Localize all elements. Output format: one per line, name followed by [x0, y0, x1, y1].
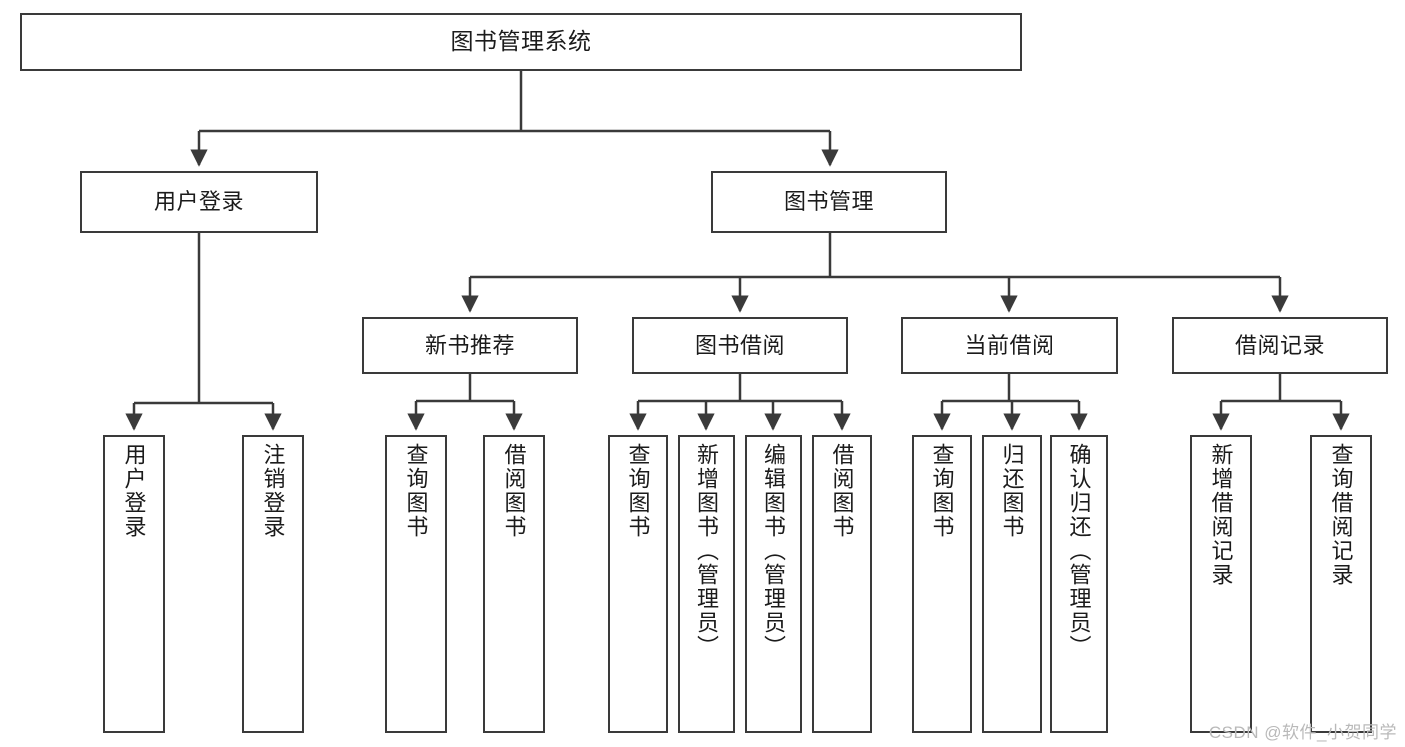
leaf-confirm-return-admin[interactable]: 确认归还（管理员） [1050, 435, 1108, 733]
csdn-watermark: CSDN @软件_小贺同学 [1208, 723, 1397, 742]
leaf-query-book-recommend-label: 查询图书 [403, 443, 429, 539]
leaf-query-book-borrow[interactable]: 查询图书 [608, 435, 668, 733]
leaf-query-book-current[interactable]: 查询图书 [912, 435, 972, 733]
leaf-borrow-book[interactable]: 借阅图书 [812, 435, 872, 733]
leaf-query-borrow-record[interactable]: 查询借阅记录 [1310, 435, 1372, 733]
node-current-borrow[interactable]: 当前借阅 [901, 317, 1118, 374]
leaf-borrow-book-label: 借阅图书 [829, 443, 855, 539]
leaf-query-book-recommend[interactable]: 查询图书 [385, 435, 447, 733]
node-user-login[interactable]: 用户登录 [80, 171, 318, 233]
leaf-query-book-borrow-label: 查询图书 [625, 443, 651, 539]
node-current-borrow-label: 当前借阅 [964, 332, 1055, 358]
leaf-add-borrow-record-label: 新增借阅记录 [1208, 443, 1234, 587]
node-user-login-label: 用户登录 [153, 189, 244, 215]
node-root[interactable]: 图书管理系统 [20, 13, 1022, 71]
node-new-book-recommend-label: 新书推荐 [424, 332, 515, 358]
leaf-add-book-admin-label: 新增图书（管理员） [694, 443, 720, 659]
leaf-user-login[interactable]: 用户登录 [103, 435, 165, 733]
leaf-borrow-book-recommend[interactable]: 借阅图书 [483, 435, 545, 733]
leaf-return-book[interactable]: 归还图书 [982, 435, 1042, 733]
node-book-management[interactable]: 图书管理 [711, 171, 947, 233]
node-borrow-record-label: 借阅记录 [1234, 332, 1325, 358]
node-book-management-label: 图书管理 [783, 189, 874, 215]
leaf-add-borrow-record[interactable]: 新增借阅记录 [1190, 435, 1252, 733]
leaf-logout-label: 注销登录 [260, 443, 286, 539]
node-root-label: 图书管理系统 [450, 28, 592, 55]
leaf-query-book-current-label: 查询图书 [929, 443, 955, 539]
leaf-user-login-label: 用户登录 [121, 443, 147, 539]
node-borrow-record[interactable]: 借阅记录 [1172, 317, 1388, 374]
leaf-add-book-admin[interactable]: 新增图书（管理员） [678, 435, 735, 733]
leaf-query-borrow-record-label: 查询借阅记录 [1328, 443, 1354, 587]
leaf-return-book-label: 归还图书 [999, 443, 1025, 539]
node-book-borrow-label: 图书借阅 [694, 332, 785, 358]
leaf-edit-book-admin[interactable]: 编辑图书（管理员） [745, 435, 802, 733]
node-new-book-recommend[interactable]: 新书推荐 [362, 317, 578, 374]
leaf-confirm-return-admin-label: 确认归还（管理员） [1066, 443, 1092, 659]
node-book-borrow[interactable]: 图书借阅 [632, 317, 848, 374]
leaf-borrow-book-recommend-label: 借阅图书 [501, 443, 527, 539]
leaf-edit-book-admin-label: 编辑图书（管理员） [761, 443, 787, 659]
leaf-logout[interactable]: 注销登录 [242, 435, 304, 733]
